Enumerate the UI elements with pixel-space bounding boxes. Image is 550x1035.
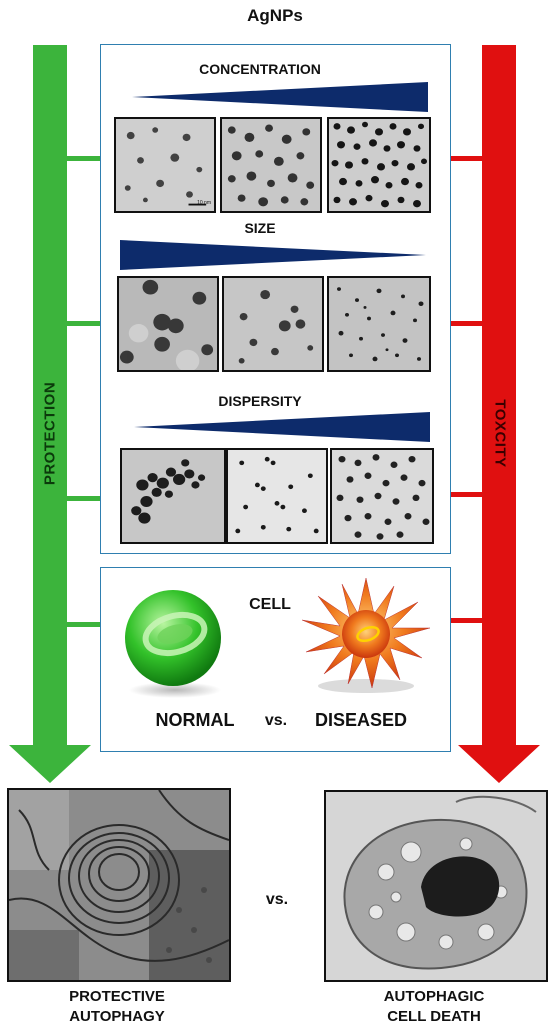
micrograph <box>330 448 434 544</box>
protection-label: PROTECTION <box>41 381 59 486</box>
factor-label-size: SIZE <box>244 220 276 236</box>
normal-cell-illustration <box>125 590 221 698</box>
factor-label-dispersity: DISPERSITY <box>218 393 302 409</box>
diseased-cell-illustration <box>301 577 431 693</box>
toxicity-label: TOXCITY <box>491 399 509 468</box>
micrograph <box>327 117 431 213</box>
protection-connector <box>67 496 100 501</box>
toxicity-connector <box>449 156 482 161</box>
scale-bar-label: 10 nm <box>197 200 211 206</box>
protection-connector <box>67 622 100 627</box>
micrograph <box>222 276 324 372</box>
concentration-wedge <box>132 82 428 112</box>
micrograph <box>117 276 219 372</box>
cell-panel-title: CELL <box>249 596 291 613</box>
micrograph: 10 nm <box>114 117 216 213</box>
factor-label-concentration: CONCENTRATION <box>199 61 321 77</box>
toxicity-connector <box>449 618 482 623</box>
diagram-title: AgNPs <box>247 6 303 25</box>
autophagic-cell-death-label-line1: AUTOPHAGIC <box>383 988 485 1005</box>
protection-connector <box>67 321 100 326</box>
micrograph <box>120 448 226 544</box>
size-wedge <box>120 240 426 270</box>
protection-connector <box>67 156 100 161</box>
micrograph <box>327 276 431 372</box>
protective-autophagy-micrograph <box>7 788 231 982</box>
protective-autophagy-label-line1: PROTECTIVE <box>69 988 165 1005</box>
toxicity-connector <box>449 321 482 326</box>
micrograph <box>220 117 322 213</box>
autophagic-cell-death-label-line2: CELL DEATH <box>387 1008 481 1025</box>
diseased-label: DISEASED <box>314 710 408 730</box>
autophagic-cell-death-micrograph <box>324 790 548 982</box>
micrograph <box>226 448 328 544</box>
cell-versus-label: vs. <box>264 712 288 729</box>
dispersity-wedge <box>134 412 430 442</box>
protective-autophagy-label-line2: AUTOPHAGY <box>69 1008 165 1025</box>
outcome-versus-label: vs. <box>265 891 289 908</box>
toxicity-connector <box>449 492 482 497</box>
normal-label: NORMAL <box>155 710 235 730</box>
